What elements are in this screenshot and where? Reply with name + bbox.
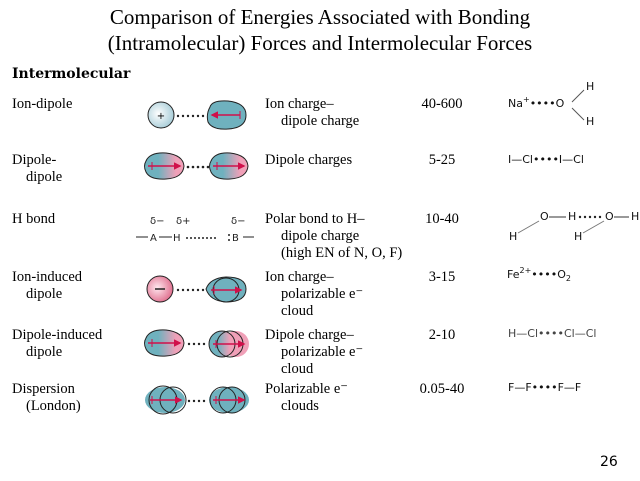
label-text: dipole — [26, 344, 63, 360]
delta-minus-b: δ− — [231, 216, 246, 227]
bond-lines — [571, 89, 585, 121]
page-number: 26 — [600, 454, 618, 470]
label-text: Dipole- — [12, 152, 57, 168]
label-text: dipole — [26, 286, 63, 302]
row-label-dipole-induced-dipole: Dipole-induced dipole — [12, 327, 102, 361]
example-dots: •••• — [529, 97, 556, 110]
title-line-1: Comparison of Energies Associated with B… — [109, 5, 531, 29]
desc-line: dipole charge — [281, 113, 360, 129]
label-text: dipole — [26, 169, 63, 185]
label-text: Dispersion — [12, 381, 75, 397]
label-text: (London) — [26, 398, 81, 414]
energy-ion-induced-dipole: 3-15 — [428, 269, 456, 285]
section-heading: Intermolecular — [12, 66, 131, 82]
label-text: Dipole-induced — [12, 327, 103, 343]
attraction-dots — [176, 288, 205, 292]
hbond-dots — [578, 215, 602, 219]
row-desc-ion-induced-dipole: Ion charge– polarizable e⁻ cloud — [265, 269, 363, 320]
example-dipole-dipole: I—Cl••••I—Cl — [508, 153, 584, 166]
desc-line: Dipole charges — [265, 152, 353, 168]
example-atom-h: H — [574, 230, 583, 243]
energy-dispersion: 0.05-40 — [419, 381, 465, 397]
example-dots: •••• — [531, 268, 558, 281]
example-dispersion: F—F••••F—F — [508, 381, 582, 394]
row-desc-h-bond: Polar bond to H– dipole charge (high EN … — [265, 211, 402, 262]
example-charge: 2+ — [519, 266, 532, 275]
attraction-dots — [176, 114, 205, 118]
example-atom-o: O — [540, 210, 549, 223]
row-label-dipole-dipole: Dipole- dipole — [12, 152, 62, 186]
example-atom-h: H — [631, 210, 640, 223]
desc-line: Polar bond to H– — [265, 211, 365, 227]
delta-plus-h: δ+ — [176, 216, 191, 227]
model-ion-induced-dipole — [146, 275, 247, 303]
example-atom-h: H — [509, 230, 518, 243]
row-label-h-bond: H bond — [12, 211, 55, 228]
desc-line: Ion charge– — [265, 269, 334, 285]
row-label-ion-dipole: Ion-dipole — [12, 96, 72, 113]
attraction-dots — [186, 237, 216, 239]
row-label-dispersion: Dispersion (London) — [12, 381, 81, 415]
example-atom: Fe — [507, 268, 520, 281]
label-text: Ion-induced — [12, 269, 83, 285]
desc-line: polarizable e⁻ — [281, 286, 364, 302]
title-line-2: (Intramolecular) Forces and Intermolecul… — [107, 31, 533, 55]
example-atom: O — [557, 268, 566, 281]
example-atom: H — [586, 115, 595, 128]
desc-line: Dipole charge– — [265, 327, 354, 343]
desc-line: (high EN of N, O, F) — [281, 245, 403, 261]
desc-line: cloud — [281, 361, 314, 377]
water-bonds — [517, 215, 629, 234]
desc-line: cloud — [281, 303, 314, 319]
example-subscript: 2 — [565, 274, 572, 283]
model-dispersion — [145, 385, 249, 415]
row-label-ion-induced-dipole: Ion-induced dipole — [12, 269, 82, 303]
energy-dipole-dipole: 5-25 — [428, 152, 456, 168]
desc-line: polarizable e⁻ — [281, 344, 364, 360]
atom-a: A — [150, 233, 157, 244]
desc-line: clouds — [281, 398, 319, 414]
row-desc-dipole-induced-dipole: Dipole charge– polarizable e⁻ cloud — [265, 327, 363, 378]
slide-title: Comparison of Energies Associated with B… — [0, 4, 640, 56]
atom-b: B — [232, 233, 239, 244]
model-dipole-induced-dipole — [144, 329, 249, 358]
model-dipole-dipole — [144, 152, 249, 180]
example-atom-o: O — [605, 210, 614, 223]
example-ion-dipole: Na+••••O H H — [508, 80, 608, 130]
example-atom-h: H — [568, 210, 577, 223]
desc-line: Polarizable e⁻ — [265, 381, 348, 397]
energy-dipole-induced-dipole: 2-10 — [428, 327, 456, 343]
example-charge: + — [522, 95, 530, 104]
row-desc-dispersion: Polarizable e⁻ clouds — [265, 381, 348, 415]
cation-sphere — [147, 101, 175, 129]
label-text: Ion-dipole — [12, 96, 73, 112]
attraction-dots — [186, 165, 210, 169]
desc-line: Ion charge– — [265, 96, 334, 112]
cation-symbol: + — [157, 111, 165, 122]
row-desc-dipole-dipole: Dipole charges — [265, 152, 352, 169]
example-atom: H — [586, 80, 595, 93]
energy-ion-dipole: 40-600 — [421, 96, 463, 112]
example-ion-induced-dipole: Fe2+••••O2 — [507, 266, 572, 283]
desc-line: dipole charge — [281, 228, 360, 244]
model-h-bond: δ− δ+ δ− A H B — [136, 216, 254, 244]
attraction-dots — [187, 342, 206, 346]
model-ion-dipole: + — [147, 100, 247, 130]
row-desc-ion-dipole: Ion charge– dipole charge — [265, 96, 359, 130]
atom-h: H — [173, 233, 181, 244]
example-h-bond: O H O H H H — [505, 206, 640, 246]
example-atom: O — [555, 97, 565, 110]
example-atom: Na — [508, 97, 523, 110]
example-dipole-induced-dipole: H—Cl••••Cl—Cl — [508, 327, 597, 340]
label-text: H bond — [12, 211, 56, 227]
attraction-dots — [187, 399, 206, 403]
energy-h-bond: 10-40 — [425, 211, 459, 227]
delta-minus-a: δ− — [150, 216, 165, 227]
